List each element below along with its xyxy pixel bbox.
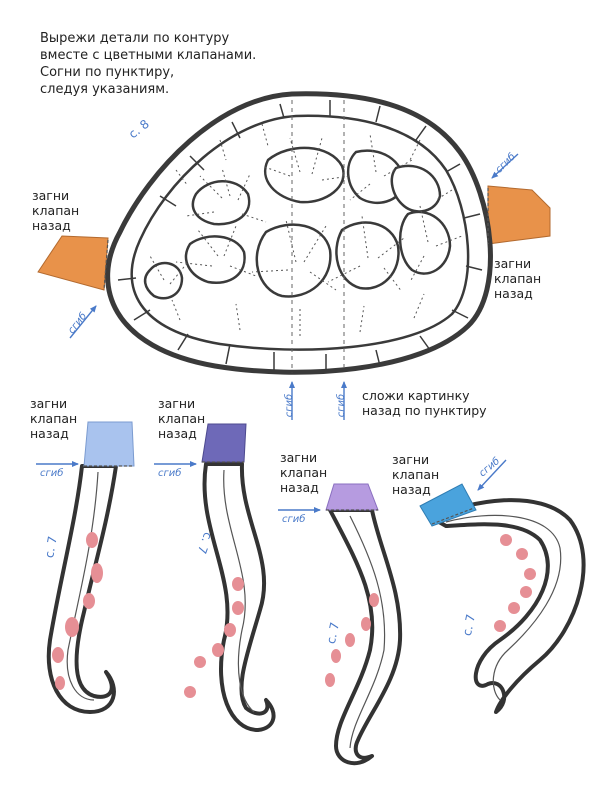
fold-label: сгиб xyxy=(282,514,306,525)
fold-label: сгиб xyxy=(336,393,348,418)
tentacle-2 xyxy=(184,423,276,732)
fold-arrow-icon xyxy=(491,153,519,179)
tentacle-1 xyxy=(46,421,135,714)
shell-flap-right xyxy=(487,185,551,245)
fold-arrow-icon xyxy=(477,459,507,491)
fold-label: сгиб xyxy=(158,468,182,479)
instruction-line: Вырежи детали по контуру xyxy=(40,31,230,46)
instructions: Вырежи детали по контуру вместе с цветны… xyxy=(40,30,256,98)
instruction-line: вместе с цветными клапанами. xyxy=(40,48,257,63)
instruction-line: следуя указаниям. xyxy=(40,82,170,97)
tentacle-3 xyxy=(325,483,403,766)
fold-label: сгиб xyxy=(284,393,296,418)
instruction-line: Согни по пунктиру, xyxy=(40,65,175,80)
fold-arrow-icon xyxy=(69,305,97,339)
turtle-shell xyxy=(105,91,493,375)
shell-flap-left xyxy=(37,235,109,291)
tentacle-4 xyxy=(419,483,586,714)
fold-label: сгиб xyxy=(40,468,64,479)
